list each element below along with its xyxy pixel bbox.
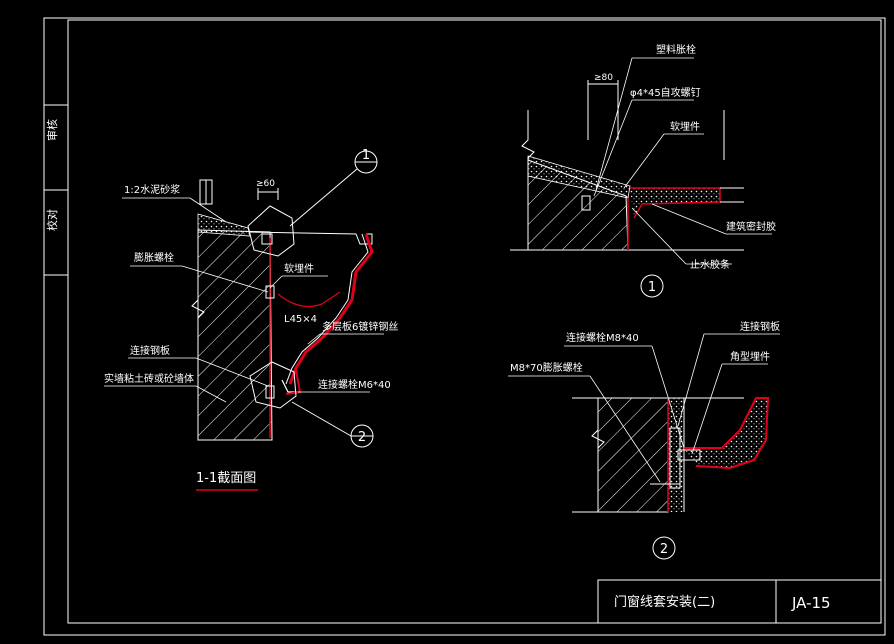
label-connect-plate: 连接钢板 (130, 344, 170, 357)
d2-label-connect-plate: 连接钢板 (740, 320, 780, 333)
d1-label-building-material: 建筑密封胶 (726, 220, 776, 233)
section-1-1: ≥60 1 2 (104, 148, 398, 491)
d2-label-embedded: 角型埋件 (730, 350, 770, 363)
title-block-title: 门窗线套安装(二) (614, 594, 715, 610)
bolt-upper (265, 285, 275, 299)
section-caption: 1-1截面图 (196, 471, 256, 486)
label-bolt: 膨胀螺栓 (134, 251, 174, 264)
d2-label-connect-bolt: 连接螺栓M8*40 (566, 331, 639, 344)
sidebar-label-bottom: 校对 (45, 209, 59, 231)
d1-label-stop-strip: 止水胶条 (690, 258, 730, 271)
mortar-layer (197, 213, 251, 237)
label-shaped-part: 软埋件 (284, 262, 314, 275)
bolt-lower (265, 385, 275, 399)
label-mortar: 1:2水泥砂浆 (124, 183, 180, 196)
detail-1: ≥80 塑料胀栓 φ4*45自攻螺钉 软埋件 建筑密封胶 止水胶条 1 (510, 43, 776, 298)
title-block: 门窗线套安装(二) JA-15 (597, 579, 882, 624)
title-block-code: JA-15 (791, 594, 831, 612)
detail-marker-2 (249, 361, 297, 409)
dim-ge80: ≥80 (594, 73, 613, 83)
d1-label-shaped-part: 软埋件 (670, 120, 700, 133)
sidebar-label-top: 审核 (45, 119, 59, 141)
dim-ge60: ≥60 (256, 179, 275, 189)
wall-hatch (197, 229, 273, 441)
bolt-top (261, 233, 273, 245)
detail-marker-1 (247, 205, 295, 257)
casing-profile (288, 233, 374, 385)
label-concrete: 实墙粘土砖或砼墙体 (104, 372, 194, 385)
detail1-callout-circle (640, 274, 664, 298)
detail2-callout-circle (652, 536, 676, 560)
d1-label-screw: φ4*45自攻螺钉 (630, 86, 701, 99)
label-bolt-m6: 连接螺栓M6*40 (318, 378, 391, 391)
casing-top (249, 231, 373, 245)
detail-2: 连接螺栓M8*40 连接钢板 M8*70膨胀螺栓 角型埋件 2 (508, 320, 780, 560)
svg-text:2: 2 (358, 430, 366, 445)
svg-text:1: 1 (362, 148, 370, 163)
label-multilayer: 多层板6镀锌钢丝 (322, 320, 398, 333)
sidebar: 审核 校对 (45, 119, 59, 231)
d1-label-plastic-plug: 塑料胀栓 (656, 43, 696, 56)
svg-text:2: 2 (660, 542, 668, 557)
detail2-casing (684, 397, 770, 470)
drawing-frame (43, 17, 886, 636)
d2-label-expansion-bolt: M8*70膨胀螺栓 (510, 361, 583, 374)
label-angle: L45×4 (284, 314, 317, 325)
detail2-wall (597, 397, 669, 513)
wall-break (191, 230, 205, 440)
svg-text:1: 1 (648, 280, 656, 295)
inner-arc (277, 291, 341, 307)
